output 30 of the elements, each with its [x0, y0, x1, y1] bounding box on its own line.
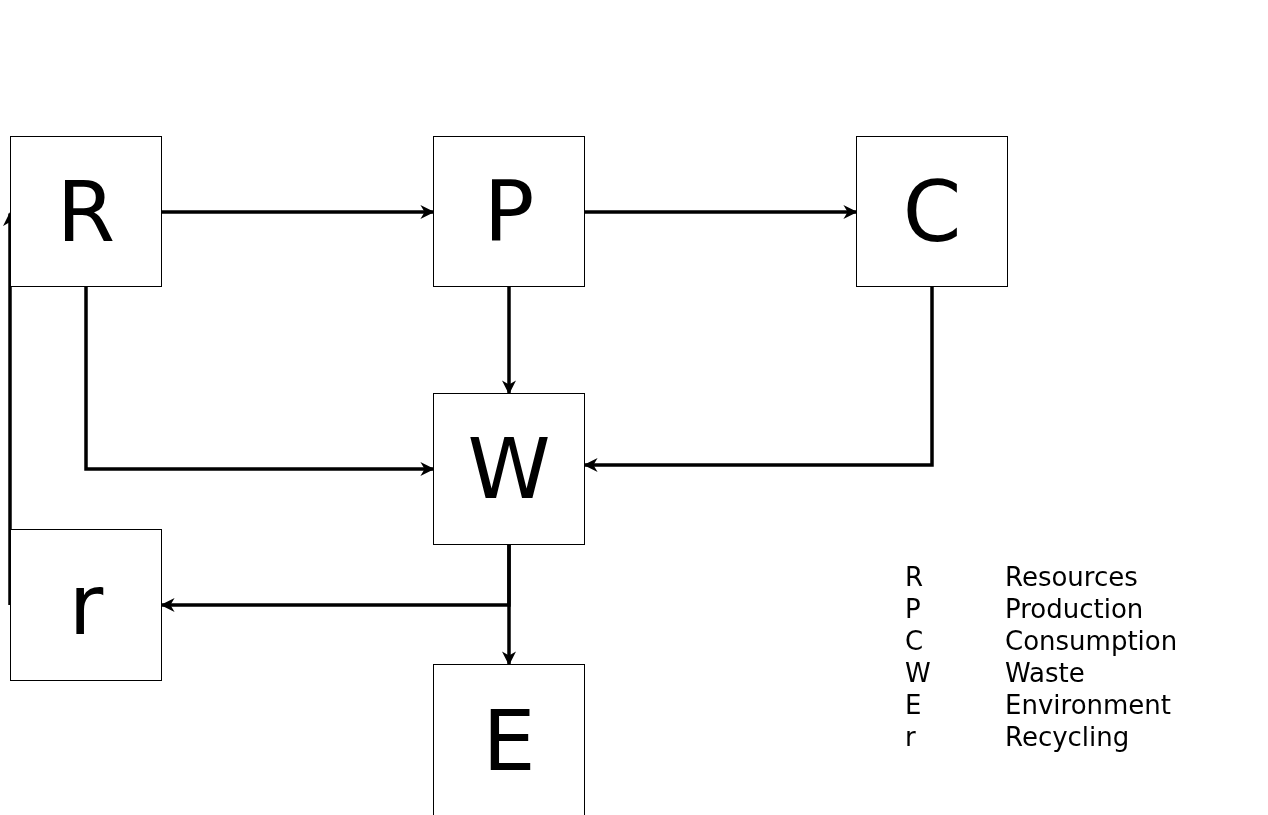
legend-key: C — [905, 626, 924, 656]
legend-term: Resources — [1005, 562, 1138, 592]
node-letter: P — [483, 169, 535, 254]
process-box — [433, 136, 585, 287]
legend-term: Environment — [1005, 690, 1172, 720]
arrow — [502, 545, 516, 666]
process-box — [433, 664, 585, 815]
node-letter: E — [482, 698, 536, 783]
process-box — [433, 393, 585, 545]
arrow — [583, 287, 934, 472]
legend-term: Waste — [1005, 658, 1085, 688]
process-box — [10, 136, 162, 287]
arrow — [502, 287, 516, 395]
node-letter: C — [902, 169, 962, 254]
arrow — [585, 205, 858, 219]
legend-key: W — [905, 658, 931, 688]
legend-term: Recycling — [1005, 722, 1130, 752]
legend-term: Consumption — [1005, 626, 1178, 656]
legend-key: R — [905, 562, 924, 592]
legend-key: P — [905, 594, 921, 624]
node-letter: R — [56, 169, 116, 254]
legend-key: E — [905, 690, 922, 720]
node-letter: W — [467, 427, 551, 511]
process-box — [856, 136, 1008, 287]
legend-term: Production — [1005, 594, 1144, 624]
arrow — [84, 287, 435, 476]
process-box — [10, 529, 162, 681]
arrow — [162, 205, 435, 219]
legend-key: r — [905, 722, 916, 752]
node-letter: r — [68, 563, 104, 647]
